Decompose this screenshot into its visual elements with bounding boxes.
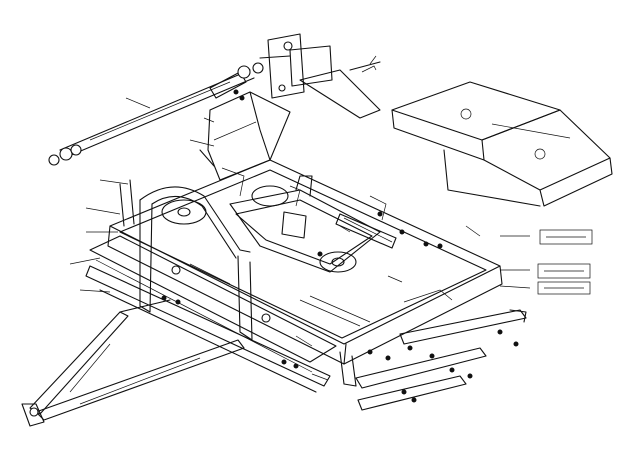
deck-cover — [391, 81, 613, 207]
pto-drive-shaft — [48, 62, 264, 166]
gearbox-housing — [199, 91, 291, 181]
guard-bars — [119, 179, 271, 341]
hardware — [161, 89, 519, 403]
top-mast-bracket — [259, 33, 381, 119]
tow-hitch-a-frame — [21, 299, 245, 427]
skid-runners — [85, 265, 527, 411]
sub-assembly-references — [537, 229, 593, 295]
callout-leaders — [69, 55, 531, 381]
mower-deck-frame — [89, 159, 503, 387]
detail-hatching — [189, 167, 453, 327]
